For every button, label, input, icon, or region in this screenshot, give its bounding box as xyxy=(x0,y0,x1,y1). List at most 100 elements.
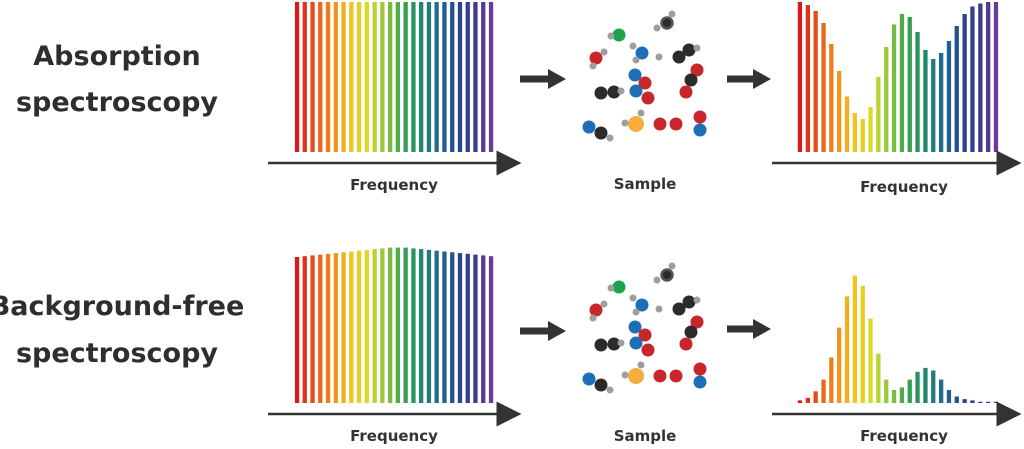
spectrum-bar xyxy=(442,251,447,403)
spectrum-bar xyxy=(931,59,936,152)
sample xyxy=(582,10,707,142)
spectrum-bar xyxy=(970,6,975,152)
spectrum-bar xyxy=(341,252,346,403)
gray-atom xyxy=(621,119,629,127)
gray-atom xyxy=(617,339,625,347)
red-atom xyxy=(653,369,667,383)
spectrum-bar xyxy=(852,113,857,152)
spectrum-bar xyxy=(481,255,486,403)
spectrum-bar xyxy=(844,296,850,403)
spectrum-bar xyxy=(341,2,346,152)
gray-atom xyxy=(600,48,608,56)
arrow-to-sample xyxy=(520,69,566,89)
spectrum-bar xyxy=(837,327,842,403)
spectrum-bar xyxy=(962,399,967,403)
arrow-to-sample xyxy=(520,321,566,341)
black-atom xyxy=(607,85,621,99)
spectrum-bar xyxy=(852,275,857,403)
spectrum-bar xyxy=(891,24,897,152)
red-atom xyxy=(653,117,667,131)
red-atom xyxy=(693,362,707,376)
blue-atom xyxy=(635,298,649,312)
spectrum-bar xyxy=(899,387,905,403)
spectrum-bar xyxy=(380,248,385,403)
spectrum-bar xyxy=(395,247,400,403)
spectrum-bar xyxy=(481,2,486,152)
spectrum-bar xyxy=(388,247,393,403)
spectrum-bar xyxy=(829,357,834,403)
green-atom xyxy=(612,28,626,42)
spectrum-bar xyxy=(426,2,432,152)
spectrum-bar xyxy=(993,401,999,403)
dark-atom xyxy=(660,16,674,30)
blue-atom xyxy=(582,120,596,134)
gray-atom xyxy=(607,32,615,40)
black-atom xyxy=(594,338,608,352)
sample-label: Sample xyxy=(614,427,677,445)
gray-atom xyxy=(637,361,645,369)
spectrum-bar xyxy=(907,17,912,152)
spectrum-bar xyxy=(426,249,432,403)
row-label-line-2: spectroscopy xyxy=(16,87,218,118)
spectrum-bar xyxy=(450,2,455,152)
gray-atom xyxy=(668,10,676,18)
red-atom xyxy=(669,117,683,131)
spectrum-bar xyxy=(411,248,416,403)
spectrum-bar xyxy=(419,249,424,403)
spectrum-bar xyxy=(813,391,818,403)
black-atom xyxy=(684,73,698,87)
spectrum-bar xyxy=(931,370,936,403)
spectrum-bar xyxy=(349,251,354,403)
spectrum-bar xyxy=(954,396,959,403)
sample-label: Sample xyxy=(614,175,677,193)
spectrum-bar xyxy=(946,390,952,403)
gray-atom xyxy=(637,109,645,117)
spectrum-bar xyxy=(349,2,354,152)
spectrum-bar xyxy=(372,249,377,403)
red-atom xyxy=(589,303,603,317)
spectrum-bar xyxy=(986,401,991,403)
spectrum-bar xyxy=(302,256,307,403)
spectrum-bar xyxy=(457,2,463,152)
spectrum-bar xyxy=(923,367,928,403)
spectrum-bar xyxy=(978,401,983,403)
spectrum-bar xyxy=(837,71,842,152)
spectrum-bar xyxy=(419,2,424,152)
spectrum-bar xyxy=(876,77,881,152)
blue-atom xyxy=(693,375,707,389)
red-atom xyxy=(679,85,693,99)
gray-atom xyxy=(589,62,597,70)
spectrum-bar xyxy=(411,2,416,152)
spectrum-bar xyxy=(356,250,362,403)
spectrum-bar xyxy=(829,44,834,152)
spectrum-bar xyxy=(868,318,873,403)
spectrum-bar xyxy=(962,14,967,152)
orange-atom xyxy=(628,368,644,384)
spectrum-bar xyxy=(884,47,889,152)
spectrum-bar xyxy=(993,2,999,152)
black-atom xyxy=(594,126,608,140)
gray-atom xyxy=(632,308,640,316)
output-axis-label: Frequency xyxy=(860,178,948,196)
arrow-from-sample xyxy=(727,69,771,89)
gray-atom xyxy=(655,305,663,313)
blue-atom xyxy=(629,336,643,350)
spectrum-bar xyxy=(403,2,408,152)
black-atom xyxy=(682,295,696,309)
gray-atom xyxy=(629,294,637,302)
orange-atom xyxy=(628,116,644,132)
spectrum-bar xyxy=(899,14,905,152)
black-atom xyxy=(672,302,686,316)
green-atom xyxy=(612,280,626,294)
black-atom xyxy=(607,337,621,351)
spectrum-bar xyxy=(797,400,803,403)
spectrum-bar xyxy=(310,255,315,403)
spectrum-bar xyxy=(954,26,959,152)
input-axis-label: Frequency xyxy=(350,427,438,445)
gray-atom xyxy=(606,386,614,394)
blue-atom xyxy=(628,68,642,82)
spectrum-bar xyxy=(465,2,470,152)
spectrum-bar xyxy=(465,253,470,403)
spectrum-bar xyxy=(434,2,439,152)
